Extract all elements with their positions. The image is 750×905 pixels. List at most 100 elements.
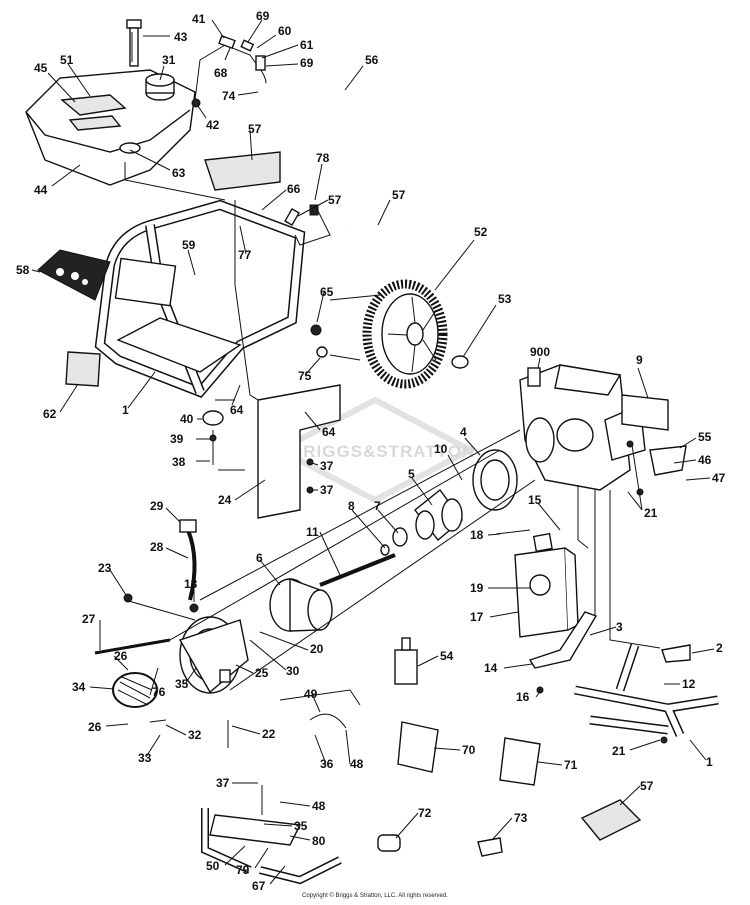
callout-11: 11: [306, 525, 319, 539]
callout-48: 48: [312, 799, 326, 813]
long-bolt-part: [94, 638, 171, 655]
callout-32: 32: [188, 728, 202, 742]
callout-34: 34: [72, 680, 86, 694]
callout-21: 21: [612, 744, 626, 758]
frame-part: [94, 199, 306, 398]
callout-75: 75: [298, 369, 312, 383]
callout-68: 68: [214, 66, 228, 80]
callout-64: 64: [230, 403, 244, 417]
callout-18: 18: [470, 528, 484, 542]
callout-15: 15: [528, 493, 542, 507]
callout-36: 36: [320, 757, 334, 771]
decal-part: [65, 351, 101, 387]
control-box-part: [514, 532, 579, 638]
callout-70: 70: [462, 743, 476, 757]
hardware-part: [123, 204, 668, 748]
callout-28: 28: [150, 540, 164, 554]
callout-39: 39: [170, 432, 184, 446]
callout-56: 56: [365, 53, 379, 67]
callout-49: 49: [304, 687, 318, 701]
callout-2: 2: [716, 641, 723, 655]
fuel-line-part: [191, 34, 267, 108]
callout-26: 26: [88, 720, 102, 734]
callout-22: 22: [262, 727, 276, 741]
control-panel-part: [37, 249, 111, 301]
callout-leaders: [31, 19, 715, 885]
manual-part: [499, 737, 541, 786]
callout-16: 16: [516, 690, 530, 704]
callout-5: 5: [408, 467, 415, 481]
wire-harness-part: [186, 529, 197, 601]
callout-66: 66: [287, 182, 301, 196]
callout-24: 24: [218, 493, 232, 507]
copyright-notice: Copyright © Briggs & Stratton, LLC. All …: [302, 893, 448, 899]
callout-37: 37: [320, 459, 334, 473]
callout-53: 53: [498, 292, 512, 306]
through-bolt-part: [319, 553, 396, 587]
callout-71: 71: [564, 758, 578, 772]
callout-57: 57: [392, 188, 406, 202]
callout-21: 21: [644, 506, 658, 520]
callout-6: 6: [256, 551, 263, 565]
callout-63: 63: [172, 166, 186, 180]
callout-20: 20: [310, 642, 324, 656]
callout-38: 38: [172, 455, 186, 469]
callout-42: 42: [206, 118, 220, 132]
callout-48: 48: [350, 757, 364, 771]
callout-72: 72: [418, 806, 432, 820]
oil-bottle-part: [394, 637, 418, 685]
callout-27: 27: [82, 612, 96, 626]
warning-label-part: [204, 151, 281, 191]
rotor-part: [380, 449, 518, 556]
callout-67: 67: [252, 879, 266, 893]
callout-19: 19: [470, 581, 484, 595]
callout-41: 41: [192, 12, 206, 26]
callout-25: 25: [255, 666, 269, 680]
callout-7: 7: [374, 499, 381, 513]
callout-3: 3: [616, 620, 623, 634]
callout-59: 59: [182, 238, 196, 252]
callout-46: 46: [698, 453, 712, 467]
callout-57: 57: [640, 779, 654, 793]
callout-30: 30: [286, 664, 300, 678]
callout-80: 80: [312, 834, 326, 848]
callout-74: 74: [222, 89, 236, 103]
callout-14: 14: [484, 661, 498, 675]
callout-57: 57: [248, 122, 262, 136]
callout-45: 45: [34, 61, 48, 75]
callout-29: 29: [150, 499, 164, 513]
callout-77: 77: [238, 248, 252, 262]
callout-43: 43: [174, 30, 188, 44]
lower-frame-part: [574, 643, 719, 737]
callout-35: 35: [294, 819, 308, 833]
callout-10: 10: [434, 442, 448, 456]
callout-23: 23: [98, 561, 112, 575]
fuel-tank-part: [25, 69, 196, 186]
callout-47: 47: [712, 471, 726, 485]
callout-50: 50: [206, 859, 220, 873]
brand-watermark: BRIGGS&STRATTON: [273, 396, 477, 504]
callout-26: 26: [114, 649, 128, 663]
callout-8: 8: [348, 499, 355, 513]
callout-69: 69: [300, 56, 314, 70]
callout-40: 40: [180, 412, 194, 426]
cover-grille-part: [117, 676, 153, 706]
bracket-part: [257, 384, 341, 519]
callout-9: 9: [636, 353, 643, 367]
callout-900: 900: [530, 345, 550, 359]
callout-51: 51: [60, 53, 74, 67]
clip-part: [477, 837, 503, 857]
stator-part: [269, 577, 333, 632]
callout-65: 65: [320, 285, 334, 299]
manual-part: [397, 721, 439, 773]
support-bracket-part: [528, 611, 598, 669]
callout-12: 12: [682, 677, 696, 691]
callout-69: 69: [256, 9, 270, 23]
callout-37: 37: [320, 483, 334, 497]
callout-1: 1: [706, 755, 713, 769]
assembly-lines: [124, 162, 661, 706]
callout-58: 58: [16, 263, 30, 277]
callout-17: 17: [470, 610, 484, 624]
knob-part: [377, 834, 401, 852]
